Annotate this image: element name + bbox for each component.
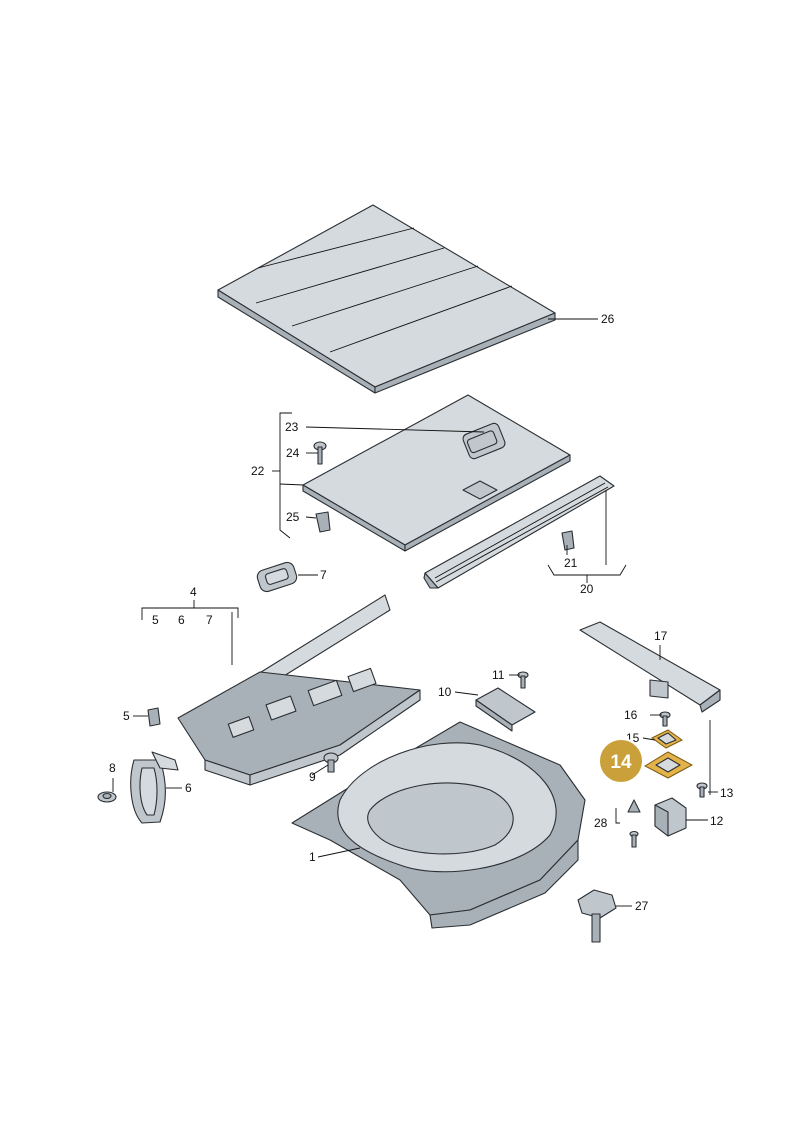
tray-compartment	[307, 679, 343, 707]
part-12-holder[interactable]	[654, 797, 687, 837]
part-13-screw[interactable]	[696, 782, 708, 798]
callout-23[interactable]: 23	[285, 420, 299, 434]
callout-5-group[interactable]: 5	[152, 613, 159, 627]
part-26-floor-panel[interactable]	[217, 204, 556, 394]
part-21-clip[interactable]	[561, 530, 575, 551]
callout-16[interactable]: 16	[624, 708, 638, 722]
badge-circle	[598, 738, 644, 784]
part-15-bracket[interactable]	[651, 729, 683, 749]
tray-compartment	[347, 667, 377, 693]
callout-25[interactable]: 25	[286, 510, 300, 524]
part-24-screw[interactable]	[313, 441, 327, 465]
callout-21[interactable]: 21	[564, 556, 578, 570]
callout-24[interactable]: 24	[286, 446, 300, 460]
callout-13[interactable]: 13	[720, 786, 734, 800]
part-11-screw[interactable]	[517, 671, 529, 689]
callout-4[interactable]: 4	[190, 585, 197, 599]
callout-20[interactable]: 20	[580, 582, 594, 596]
callout-5[interactable]: 5	[123, 709, 130, 723]
part-1-wheel-well[interactable]	[291, 721, 586, 929]
leader-lines	[112, 318, 718, 907]
part-20-sill-trim[interactable]	[423, 475, 615, 589]
trim-rib	[435, 486, 609, 583]
part-4-storage-tray[interactable]	[177, 594, 421, 786]
part-8-nut[interactable]	[97, 791, 117, 803]
callout-27[interactable]: 27	[635, 899, 649, 913]
part-5-clip[interactable]	[147, 707, 161, 727]
tray-compartment	[227, 716, 255, 738]
part-22-load-floor[interactable]	[302, 394, 571, 552]
part-7-cover-cap[interactable]	[256, 561, 299, 594]
callout-9[interactable]: 9	[309, 770, 316, 784]
callout-labels: 26 23 24 22 25 7 4 5 6 7 21 20 17 11 10 …	[109, 312, 734, 913]
handle-recess	[466, 430, 498, 454]
callout-1[interactable]: 1	[309, 850, 316, 864]
callout-26[interactable]: 26	[601, 312, 615, 326]
panel-seam	[257, 227, 415, 269]
callout-7-cap[interactable]: 7	[320, 568, 327, 582]
callout-6[interactable]: 6	[185, 781, 192, 795]
trim-rib	[434, 482, 606, 579]
part-28-fasteners[interactable]	[627, 799, 641, 848]
part-6-strap[interactable]	[130, 751, 179, 824]
panel-seam	[255, 247, 445, 304]
part-9-clip[interactable]	[323, 752, 339, 773]
callout-6-group[interactable]: 6	[178, 613, 185, 627]
part-17-rail[interactable]	[579, 621, 721, 713]
callout-7-group[interactable]: 7	[206, 613, 213, 627]
callout-10[interactable]: 10	[438, 685, 452, 699]
callout-22[interactable]: 22	[251, 464, 265, 478]
part-16-screw[interactable]	[659, 711, 671, 727]
part-27-bolt[interactable]	[577, 889, 617, 943]
callout-8[interactable]: 8	[109, 761, 116, 775]
cutout	[462, 480, 498, 500]
tray-compartment	[265, 695, 297, 721]
part-14-plate[interactable]	[643, 751, 694, 779]
callout-17[interactable]: 17	[654, 629, 668, 643]
callout-11[interactable]: 11	[492, 668, 505, 682]
part-10-latch[interactable]	[475, 687, 536, 732]
callout-28[interactable]: 28	[594, 816, 608, 830]
highlight-badge[interactable]: 14	[598, 738, 644, 784]
part-25-clip[interactable]	[315, 511, 331, 533]
panel-seam	[291, 265, 479, 327]
badge-label: 14	[610, 752, 632, 773]
panel-seam	[329, 285, 513, 353]
callout-12[interactable]: 12	[710, 814, 724, 828]
